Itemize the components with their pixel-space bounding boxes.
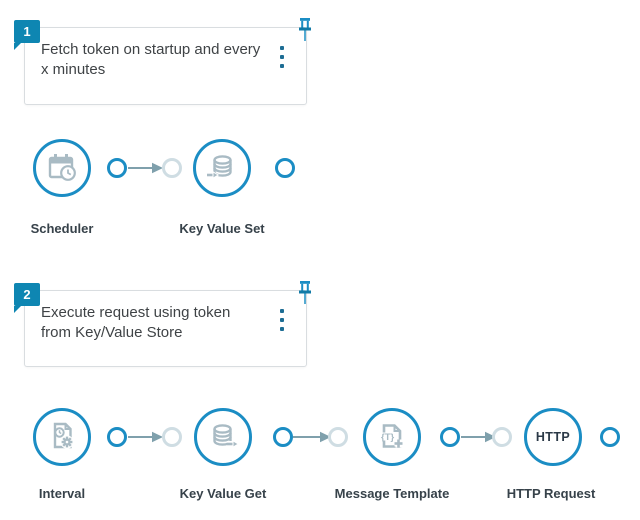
badge-number: 2	[23, 287, 31, 302]
comment-note-2[interactable]: Execute request using token from Key/Val…	[24, 290, 307, 367]
comment-number-badge-1: 1	[14, 20, 40, 50]
menu-dot	[280, 309, 284, 313]
node-message-template[interactable]: {T}	[363, 408, 421, 466]
note-text-1: Fetch token on startup and every x minut…	[25, 28, 306, 80]
http-icon-text: HTTP	[535, 430, 571, 444]
menu-dot	[280, 55, 284, 59]
pin-icon[interactable]	[297, 281, 313, 307]
input-port[interactable]	[162, 158, 182, 178]
output-port[interactable]	[107, 427, 127, 447]
note-text-2: Execute request using token from Key/Val…	[25, 291, 306, 343]
comment-note-1[interactable]: Fetch token on startup and every x minut…	[24, 27, 307, 105]
connection-arrow[interactable]	[460, 429, 497, 445]
input-port[interactable]	[492, 427, 512, 447]
connection-arrow[interactable]	[127, 429, 164, 445]
database-write-icon	[207, 155, 232, 180]
node-label-message-template: Message Template	[334, 486, 450, 501]
node-scheduler[interactable]	[33, 139, 91, 197]
output-port[interactable]	[600, 427, 620, 447]
node-key-value-set[interactable]	[193, 139, 251, 197]
svg-text:{T}: {T}	[381, 432, 395, 443]
node-label-key-value-set: Key Value Set	[179, 221, 265, 236]
node-interval[interactable]	[33, 408, 91, 466]
node-http-request[interactable]: HTTP	[524, 408, 582, 466]
menu-dot	[280, 64, 284, 68]
input-port[interactable]	[328, 427, 348, 447]
connection-arrow[interactable]	[127, 160, 164, 176]
output-port[interactable]	[273, 427, 293, 447]
menu-dot	[280, 46, 284, 50]
connection-arrow[interactable]	[292, 429, 332, 445]
database-read-icon	[213, 424, 240, 449]
document-clock-gear-icon	[53, 422, 74, 449]
badge-number: 1	[23, 24, 31, 39]
template-plus-icon: {T}	[380, 424, 403, 448]
note-line: x minutes	[41, 61, 106, 78]
note-line: Fetch token on startup and every	[41, 41, 261, 58]
note-menu-button-1[interactable]	[276, 45, 288, 69]
note-line: from Key/Value Store	[41, 324, 183, 341]
note-menu-button-2[interactable]	[276, 308, 288, 332]
calendar-clock-icon	[48, 154, 76, 181]
node-label-http-request: HTTP Request	[506, 486, 596, 501]
comment-number-badge-2: 2	[14, 283, 40, 313]
node-key-value-get[interactable]	[194, 408, 252, 466]
input-port[interactable]	[162, 427, 182, 447]
output-port[interactable]	[275, 158, 295, 178]
node-label-key-value-get: Key Value Get	[179, 486, 267, 501]
node-label-interval: Interval	[38, 486, 86, 501]
menu-dot	[280, 327, 284, 331]
pin-icon[interactable]	[297, 18, 313, 44]
output-port[interactable]	[107, 158, 127, 178]
badge-tail	[14, 43, 21, 50]
node-label-scheduler: Scheduler	[30, 221, 94, 236]
menu-dot	[280, 318, 284, 322]
note-line: Execute request using token	[41, 304, 231, 321]
badge-tail	[14, 306, 21, 313]
output-port[interactable]	[440, 427, 460, 447]
